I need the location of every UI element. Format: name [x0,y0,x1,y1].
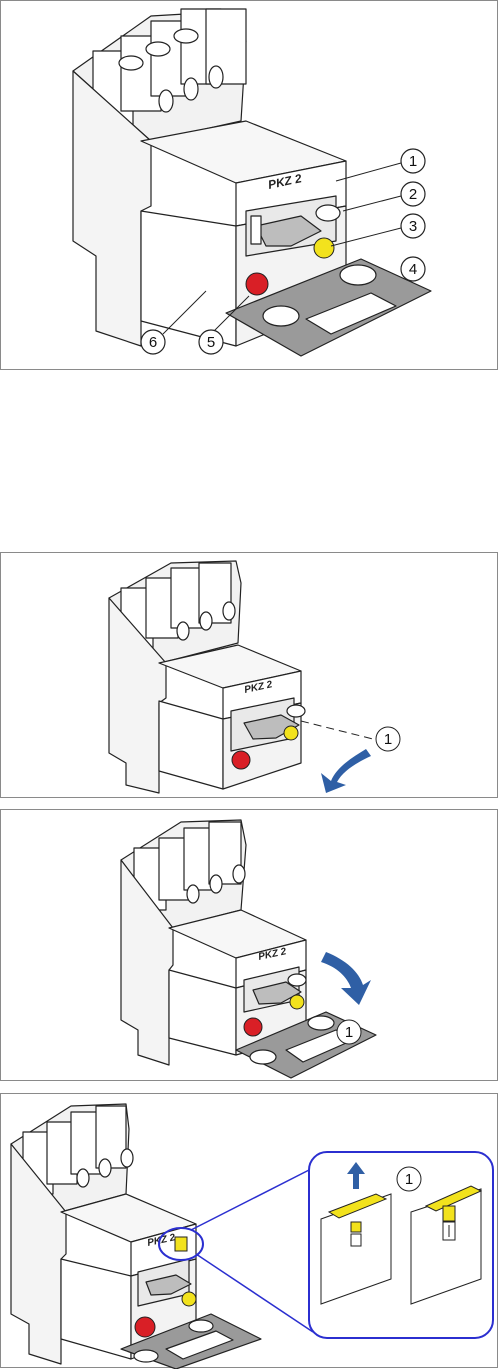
callout-1: 1 [409,153,417,170]
step-slide-up-detail-panel: PKZ 2 1 [0,1093,498,1368]
callout-4: 4 [409,261,417,278]
callout-5: 5 [207,334,215,351]
callout-2: 2 [409,186,417,203]
red-knob-icon [232,751,250,769]
yellow-dial-icon [284,726,298,740]
yellow-dial-icon [314,238,334,258]
yellow-slider-icon [175,1237,187,1251]
blue-arrow-icon [321,749,371,793]
callout-3: 3 [409,218,417,235]
blue-arrow-icon [321,952,371,1005]
callout-1: 1 [345,1024,353,1041]
callout-6: 6 [149,334,157,351]
overview-panel: PKZ 2 1 2 3 4 5 6 [0,0,498,370]
red-knob-icon [135,1317,155,1337]
red-knob-icon [246,273,268,295]
callout-1: 1 [405,1171,413,1188]
step-open-cover-panel: PKZ 2 1 [0,552,498,798]
red-knob-icon [244,1018,262,1036]
step-cover-down-panel: PKZ 2 1 [0,809,498,1081]
callout-1: 1 [384,731,392,748]
yellow-dial-icon [182,1292,196,1306]
yellow-dial-icon [290,995,304,1009]
